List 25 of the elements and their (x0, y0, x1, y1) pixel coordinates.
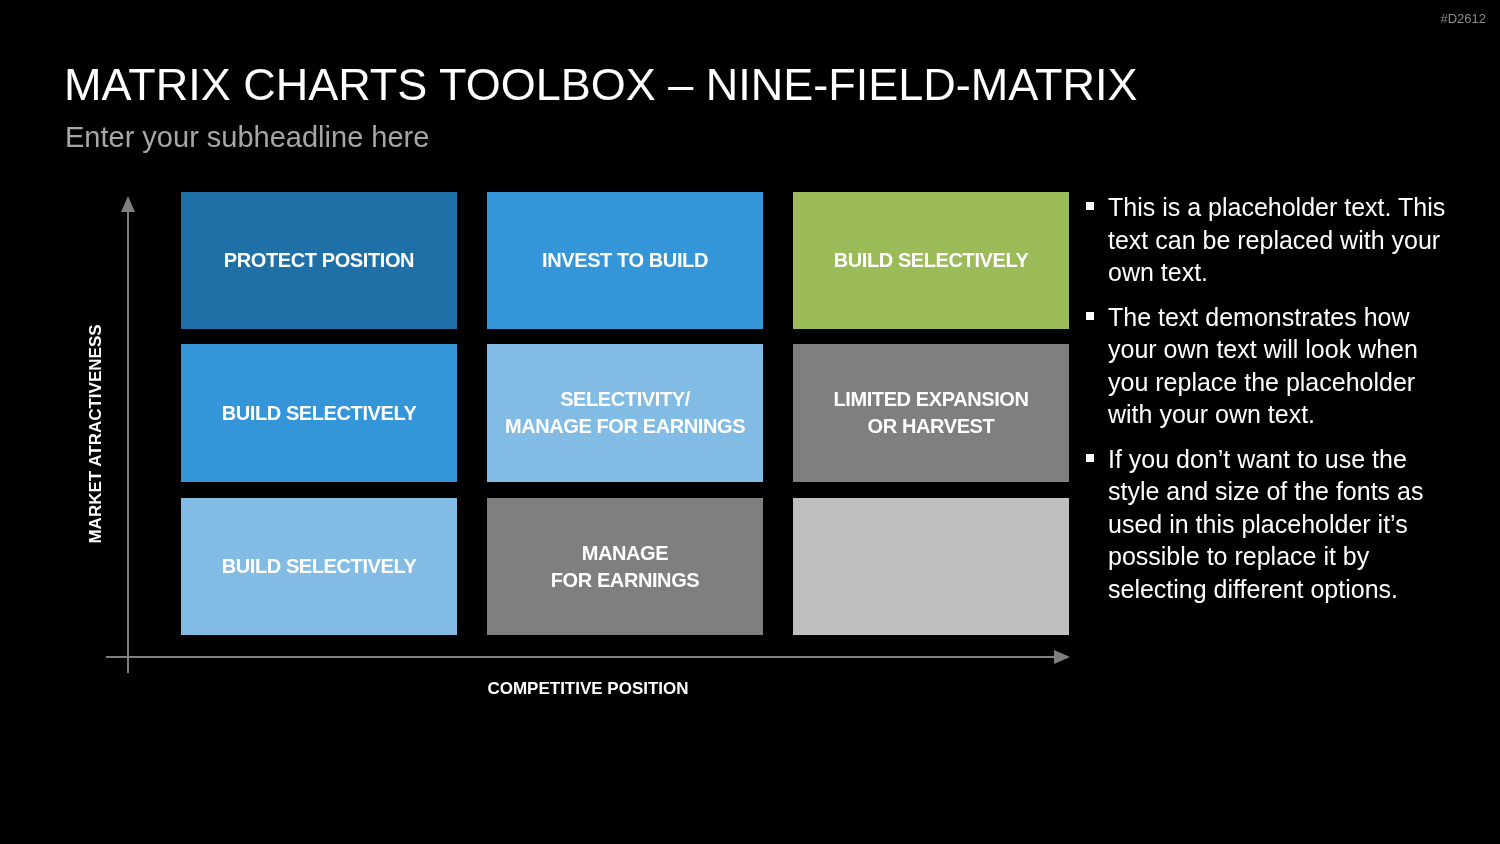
matrix-field (487, 498, 763, 635)
strategy-label: PROTECT POSITION (223, 248, 415, 273)
subtitle: Enter your subheadline here (65, 120, 430, 155)
strategy-label: BUILD SELECTIVELY (221, 554, 417, 579)
matrix-field (793, 344, 1069, 482)
matrix-field (793, 192, 1069, 329)
slide-code: #D2612 (1440, 11, 1486, 27)
matrix-field (181, 498, 457, 635)
strategy-label: INVEST TO BUILD (542, 248, 708, 273)
y-axis-title: MARKET ATRACTIVENESS (86, 324, 106, 544)
matrix-field (181, 344, 457, 482)
strategy-label: BUILD SELECTIVELY (221, 400, 417, 426)
strategy-label: LIMITED EXPANSION OR HARVEST (833, 387, 1029, 439)
matrix-field (181, 192, 457, 329)
matrix-field (487, 344, 763, 482)
bullet-text: The text demonstrates how your own text will look when you replace the placeholder with your own text. (1108, 301, 1419, 430)
strategy-label: SELECTIVITY/ MANAGE FOR EARNINGS (504, 387, 746, 439)
strategy-label: MANAGE FOR EARNINGS (550, 540, 700, 593)
slide-title: MATRIX CHARTS TOOLBOX – NINE-FIELD-MATRIX (64, 58, 1138, 112)
strategy-label: BUILD SELECTIVELY (833, 248, 1029, 273)
x-axis-title: COMPETITIVE POSITION (487, 678, 689, 700)
bullet-text: If you don’t want to use the style and size of the fonts as used in this placeholder it’s possible to replace it by selecting different options. (1108, 443, 1425, 605)
bullet-text: This is a placeholder text. This text can be replaced with your own text. (1108, 192, 1447, 288)
empty-matrix-field (793, 498, 1069, 635)
matrix-field (487, 192, 763, 329)
